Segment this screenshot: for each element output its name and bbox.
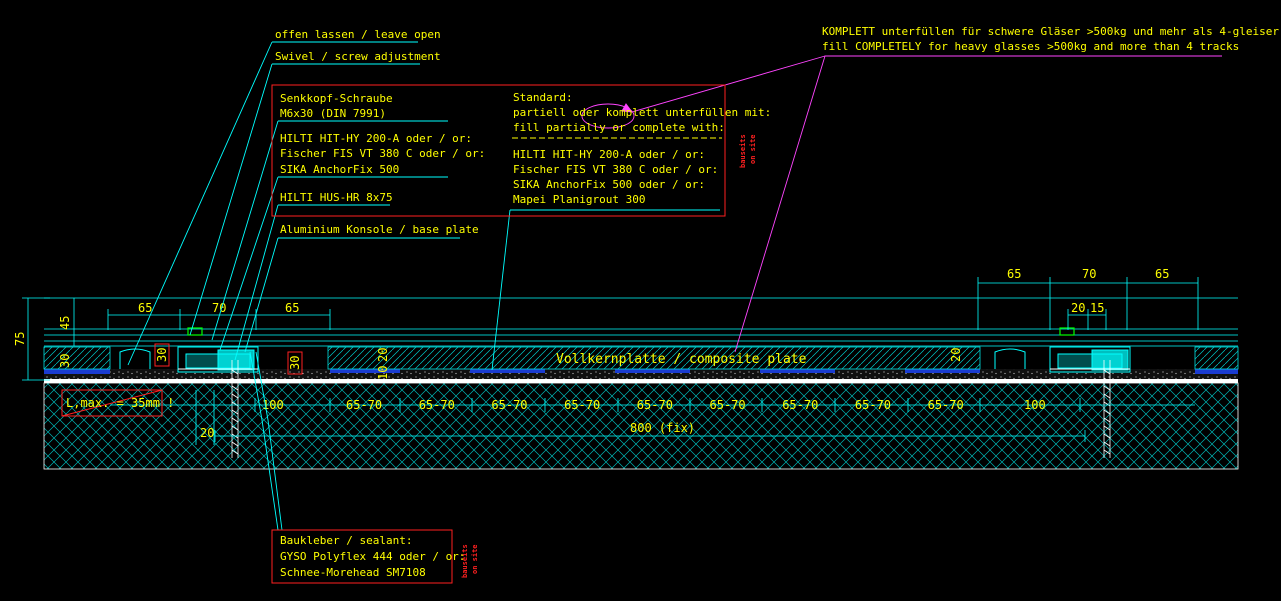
main-spec-box bbox=[271, 84, 726, 217]
cyan-leaders bbox=[127, 41, 720, 531]
dim-segment: 65-70 bbox=[491, 398, 527, 412]
bedding-blue-strips bbox=[44, 369, 1238, 374]
anchor-hus-label: HILTI HUS-HR 8x75 bbox=[280, 191, 393, 204]
dim-segment: 65-70 bbox=[564, 398, 600, 412]
dim-right-70: 70 bbox=[1082, 267, 1096, 281]
dimension-lines bbox=[22, 277, 1199, 445]
dim-vert-30b: 30 bbox=[155, 348, 169, 362]
fill-fischer-label: Fischer FIS VT 380 C oder / or: bbox=[513, 163, 718, 176]
dim-vert-30a: 30 bbox=[58, 354, 72, 368]
sealant-gyso: GYSO Polyflex 444 oder / or: bbox=[280, 550, 465, 563]
stamp-top-line2: on site bbox=[749, 134, 757, 164]
underfill-en-label: fill COMPLETELY for heavy glasses >500kg… bbox=[822, 40, 1239, 53]
composite-plate-segments bbox=[43, 346, 1239, 370]
dim-segment: 65-70 bbox=[346, 398, 382, 412]
dim-segment: 65-70 bbox=[928, 398, 964, 412]
dim-segment: 65-70 bbox=[782, 398, 818, 412]
dim-segment: 65-70 bbox=[637, 398, 673, 412]
left-fixing-green bbox=[187, 327, 203, 336]
red-box-30a bbox=[154, 343, 170, 367]
dim-100-left: 100 bbox=[262, 398, 284, 412]
dim-vert-20b: 20 bbox=[949, 348, 963, 362]
dim-vert-10: 10 bbox=[376, 366, 390, 380]
magenta-leaders bbox=[581, 55, 1222, 353]
lmax-label: L,max. = 35mm ! bbox=[66, 396, 174, 410]
left-anchor-screw bbox=[231, 360, 239, 458]
aluminium-console-label: Aluminium Konsole / base plate bbox=[280, 223, 479, 236]
underfill-partial-de: partiell oder komplett unterfüllen mit: bbox=[513, 106, 771, 119]
speckled-bedding bbox=[44, 369, 1238, 379]
dim-left-65a: 65 bbox=[138, 301, 152, 315]
dim-vert-30c: 30 bbox=[288, 356, 302, 370]
leave-open-label: offen lassen / leave open bbox=[275, 28, 441, 41]
adhesive-sika-label: SIKA AnchorFix 500 bbox=[280, 163, 399, 176]
white-sealant-strip bbox=[44, 379, 1238, 383]
screw-type-label: Senkkopf-Schraube bbox=[280, 92, 393, 105]
dim-bottom-20: 20 bbox=[200, 426, 214, 440]
stamp-bottom-line1: bauseits bbox=[461, 544, 469, 578]
dim-right-20: 20 bbox=[1071, 301, 1085, 315]
dim-100-right: 100 bbox=[1024, 398, 1046, 412]
dim-left-65b: 65 bbox=[285, 301, 299, 315]
dim-vert-20a: 20 bbox=[376, 348, 390, 362]
fill-mapei-label: Mapei Planigrout 300 bbox=[513, 193, 645, 206]
dim-segment: 65-70 bbox=[855, 398, 891, 412]
segment-labels: 65-70 65-70 65-70 65-70 65-70 65-70 65-70 65-70… bbox=[346, 398, 964, 412]
stamp-top-line1: bauseits bbox=[739, 134, 747, 168]
composite-plate-label: Vollkernplatte / composite plate bbox=[556, 352, 807, 367]
right-anchor-screw bbox=[1103, 360, 1111, 458]
dim-right-65b: 65 bbox=[1155, 267, 1169, 281]
sealant-heading: Baukleber / sealant: bbox=[280, 534, 412, 547]
dim-right-15: 15 bbox=[1090, 301, 1104, 315]
dim-right-65a: 65 bbox=[1007, 267, 1021, 281]
adhesive-fischer-label: Fischer FIS VT 380 C oder / or: bbox=[280, 147, 485, 160]
concrete-slab bbox=[43, 382, 1239, 470]
dim-vert-75: 75 bbox=[13, 332, 27, 346]
fill-sika-label: SIKA AnchorFix 500 oder / or: bbox=[513, 178, 705, 191]
stamp-bottom-line2: on site bbox=[471, 544, 479, 574]
dim-span-fix: 800 (fix) bbox=[630, 421, 695, 435]
sealant-box bbox=[271, 529, 453, 584]
sealant-schnee: Schnee-Morehead SM7108 bbox=[280, 566, 426, 579]
underfill-de-label: KOMPLETT unterfüllen für schwere Gläser … bbox=[822, 25, 1279, 38]
standard-label: Standard: bbox=[513, 91, 573, 104]
dim-segment: 65-70 bbox=[419, 398, 455, 412]
lmax-frame bbox=[61, 389, 163, 417]
swivel-label: Swivel / screw adjustment bbox=[275, 50, 441, 63]
left-rail-profile bbox=[119, 346, 259, 373]
dim-vert-45: 45 bbox=[58, 316, 72, 330]
adhesive-hilti-label: HILTI HIT-HY 200-A oder / or: bbox=[280, 132, 472, 145]
red-box-30b bbox=[287, 351, 303, 375]
screw-size-label: M6x30 (DIN 7991) bbox=[280, 107, 386, 120]
top-reference-lines bbox=[44, 297, 1238, 347]
dim-segment: 65-70 bbox=[710, 398, 746, 412]
fill-hilti-label: HILTI HIT-HY 200-A oder / or: bbox=[513, 148, 705, 161]
dim-left-70: 70 bbox=[212, 301, 226, 315]
underfill-partial-en: fill partially or complete with: bbox=[513, 121, 725, 134]
right-fixing-green bbox=[1059, 327, 1075, 336]
